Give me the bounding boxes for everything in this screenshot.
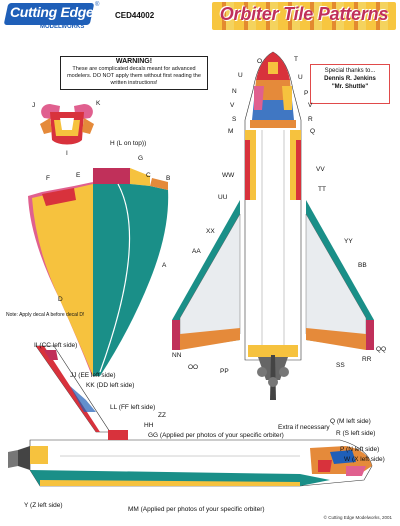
label-UU: UU [218, 194, 228, 201]
orbiter-top-view [172, 51, 374, 400]
label-U-left: U [238, 72, 243, 79]
warning-heading: WARNING! [115, 58, 153, 65]
label-G: G [138, 155, 144, 162]
warning-text: These are complicated decals meant for a… [67, 66, 201, 86]
label-XX: XX [206, 228, 215, 235]
label-N: N [232, 88, 237, 95]
label-O: O [257, 58, 263, 65]
label-C: C [146, 172, 151, 179]
label-extra: Extra if necessary [278, 424, 330, 431]
thanks-line-2: Dennis R. Jenkins [324, 76, 376, 82]
label-BB: BB [358, 262, 367, 269]
label-GG: GG (Applied per photos of your specific … [148, 432, 284, 439]
label-OO: OO [188, 364, 199, 371]
warning-box: WARNING! These are complicated decals me… [60, 56, 208, 90]
label-HH: HH [144, 422, 154, 429]
label-QQ: QQ [376, 346, 387, 353]
label-R-side: R (S left side) [336, 430, 376, 437]
label-WW: WW [222, 172, 235, 179]
label-E: E [76, 172, 81, 179]
label-JJ: JJ (EE left side) [70, 372, 116, 379]
thanks-line-1: Special thanks to... [324, 68, 376, 74]
label-ZZ: ZZ [158, 412, 166, 419]
label-D: D [58, 296, 63, 303]
label-MM: MM (Applied per photos of your specific … [128, 506, 265, 513]
label-M: M [228, 128, 234, 135]
label-K: K [96, 100, 101, 107]
label-Q: Q [310, 128, 316, 135]
label-W-side: W (X left side) [344, 456, 385, 463]
label-TT: TT [318, 186, 326, 193]
label-J: J [32, 102, 36, 109]
label-H: H (L on top)) [110, 140, 147, 147]
label-SS: SS [336, 362, 345, 369]
label-LL: LL (FF left side) [110, 404, 156, 411]
page-title: Orbiter Tile Patterns [219, 4, 389, 24]
title-banner [212, 2, 396, 30]
label-T: T [294, 56, 298, 63]
orbiter-side-view [8, 345, 373, 487]
thanks-box: Special thanks to... Dennis R. Jenkins "… [310, 64, 390, 104]
label-AA: AA [192, 248, 201, 255]
label-Y: Y (Z left side) [24, 502, 63, 509]
label-B: B [166, 175, 171, 182]
label-V-right: V [308, 102, 313, 109]
label-PP: PP [220, 368, 229, 375]
label-II: II (CC left side) [34, 342, 78, 349]
note-apply-order: Note: Apply decal A before decal D! [6, 312, 85, 318]
thanks-line-3: "Mr. Shuttle" [331, 84, 369, 90]
label-KK: KK (DD left side) [86, 382, 135, 389]
brand-subtitle: MODELWORKS [40, 24, 85, 30]
label-A: A [162, 262, 167, 269]
label-F: F [46, 175, 50, 182]
copyright: © Cutting Edge Modelworks, 2001 [323, 515, 392, 520]
label-I: I [66, 150, 68, 157]
label-Q-side: Q (M left side) [330, 418, 371, 425]
brand-name: Cutting Edge [10, 4, 94, 20]
label-R: R [308, 116, 313, 123]
underside-decal [28, 168, 169, 376]
label-S: S [232, 116, 237, 123]
label-RR: RR [362, 356, 372, 363]
label-P: P [304, 90, 309, 97]
nose-cap-decal [40, 104, 94, 145]
label-NN: NN [172, 352, 182, 359]
label-P-side: P (N left side) [340, 446, 380, 453]
product-number: CED44002 [115, 11, 155, 20]
label-U-right: U [298, 74, 303, 81]
label-VV: VV [316, 166, 325, 173]
label-YY: YY [344, 238, 353, 245]
registered-mark: ® [95, 2, 100, 8]
label-V-left: V [230, 102, 235, 109]
